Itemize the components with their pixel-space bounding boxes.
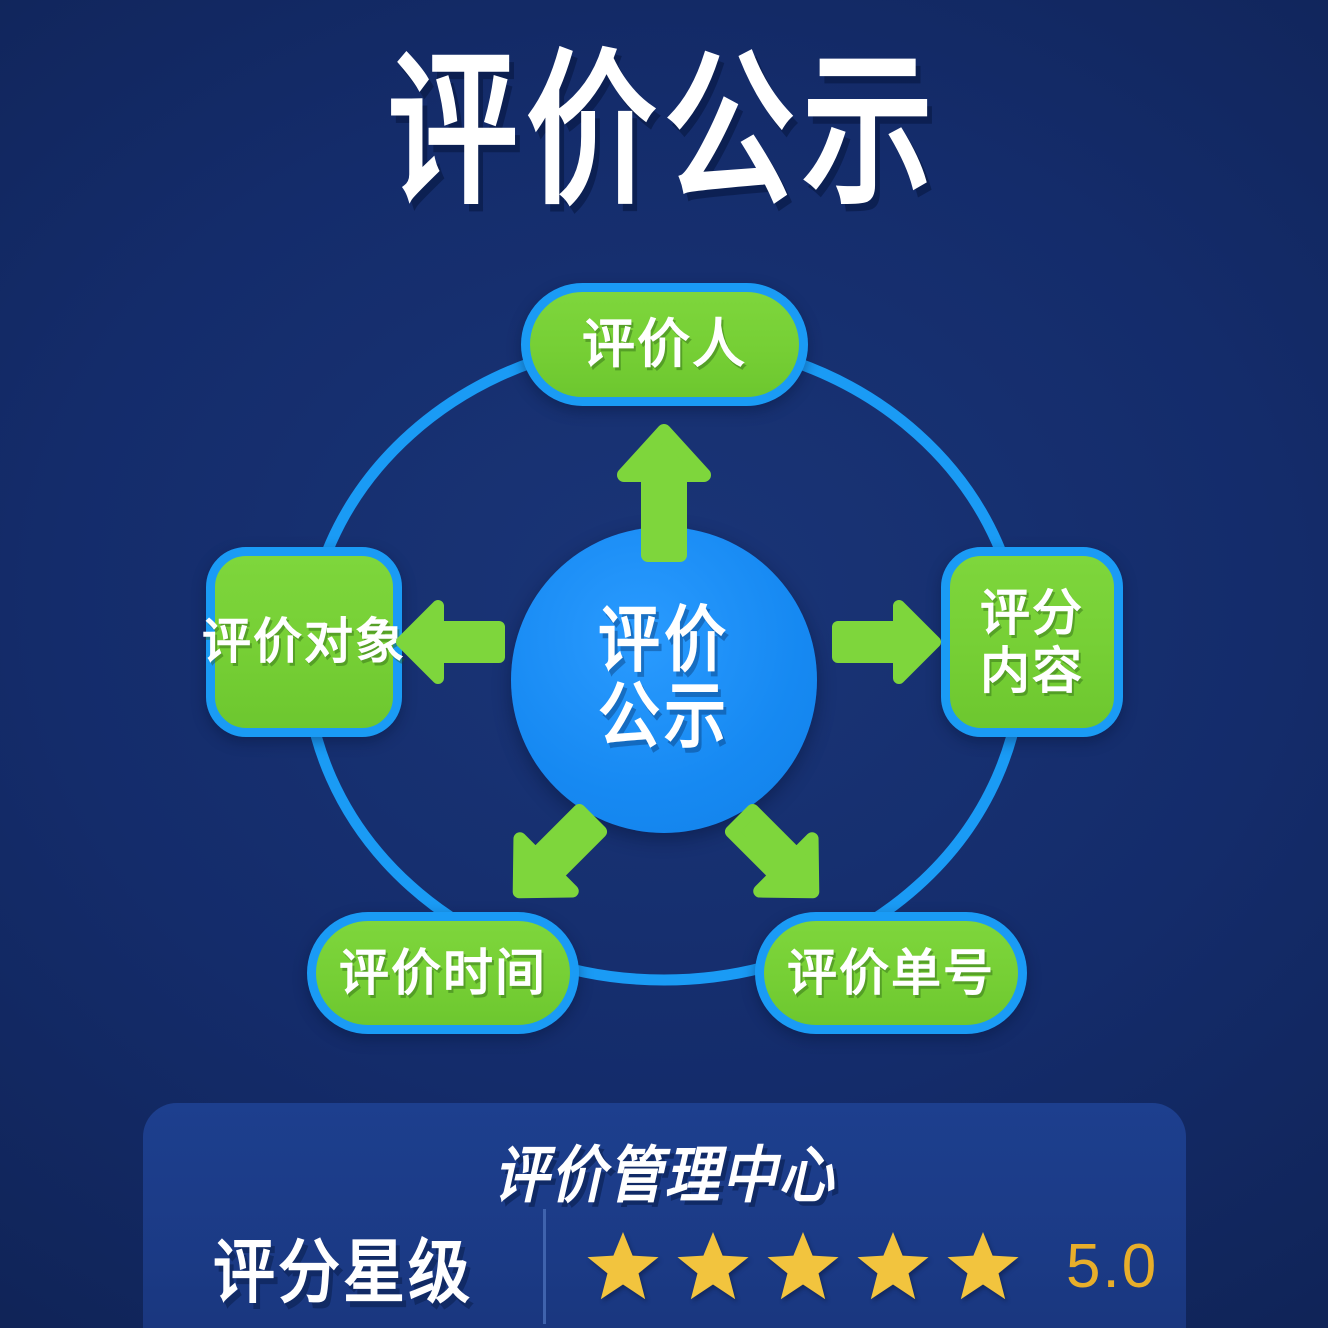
rating-divider [543, 1208, 546, 1324]
star-icon[interactable] [676, 1229, 750, 1303]
panel-title: 评价管理中心 [493, 1140, 836, 1211]
rating-label: 评分星级 [212, 1234, 473, 1312]
node-score-content[interactable]: 评分 内容 [941, 547, 1123, 737]
node-review-no-label: 评价单号 [787, 945, 995, 1001]
center-node[interactable]: 评价 公示 [511, 527, 817, 833]
star-icon[interactable] [766, 1229, 840, 1303]
rating-value: 5.0 [1066, 1231, 1159, 1301]
node-score-content-line1: 评分 [980, 585, 1084, 641]
node-review-target-label: 评价对象 [202, 614, 407, 669]
node-reviewer[interactable]: 评价人 [521, 283, 808, 406]
cycle-diagram: 评价 公示 评价人 评分 内容 评价对象 评价时间 评价单号 [0, 250, 1328, 1080]
rating-row: 评分星级 5.0 [143, 1208, 1186, 1324]
star-icon[interactable] [946, 1229, 1020, 1303]
center-node-line2: 公示 [597, 677, 730, 758]
star-rating[interactable] [586, 1229, 1020, 1303]
page-title: 评价公示 [387, 38, 941, 224]
node-review-target[interactable]: 评价对象 [202, 547, 404, 737]
node-review-time-label: 评价时间 [339, 945, 547, 1001]
node-review-time[interactable]: 评价时间 [307, 912, 579, 1034]
star-icon[interactable] [856, 1229, 930, 1303]
node-score-content-line2: 内容 [980, 643, 1084, 699]
node-reviewer-label: 评价人 [582, 314, 747, 374]
rating-panel: 评价管理中心 评分星级 5.0 [143, 1103, 1186, 1328]
center-node-line1: 评价 [597, 601, 730, 682]
star-icon[interactable] [586, 1229, 660, 1303]
node-review-no[interactable]: 评价单号 [755, 912, 1027, 1034]
